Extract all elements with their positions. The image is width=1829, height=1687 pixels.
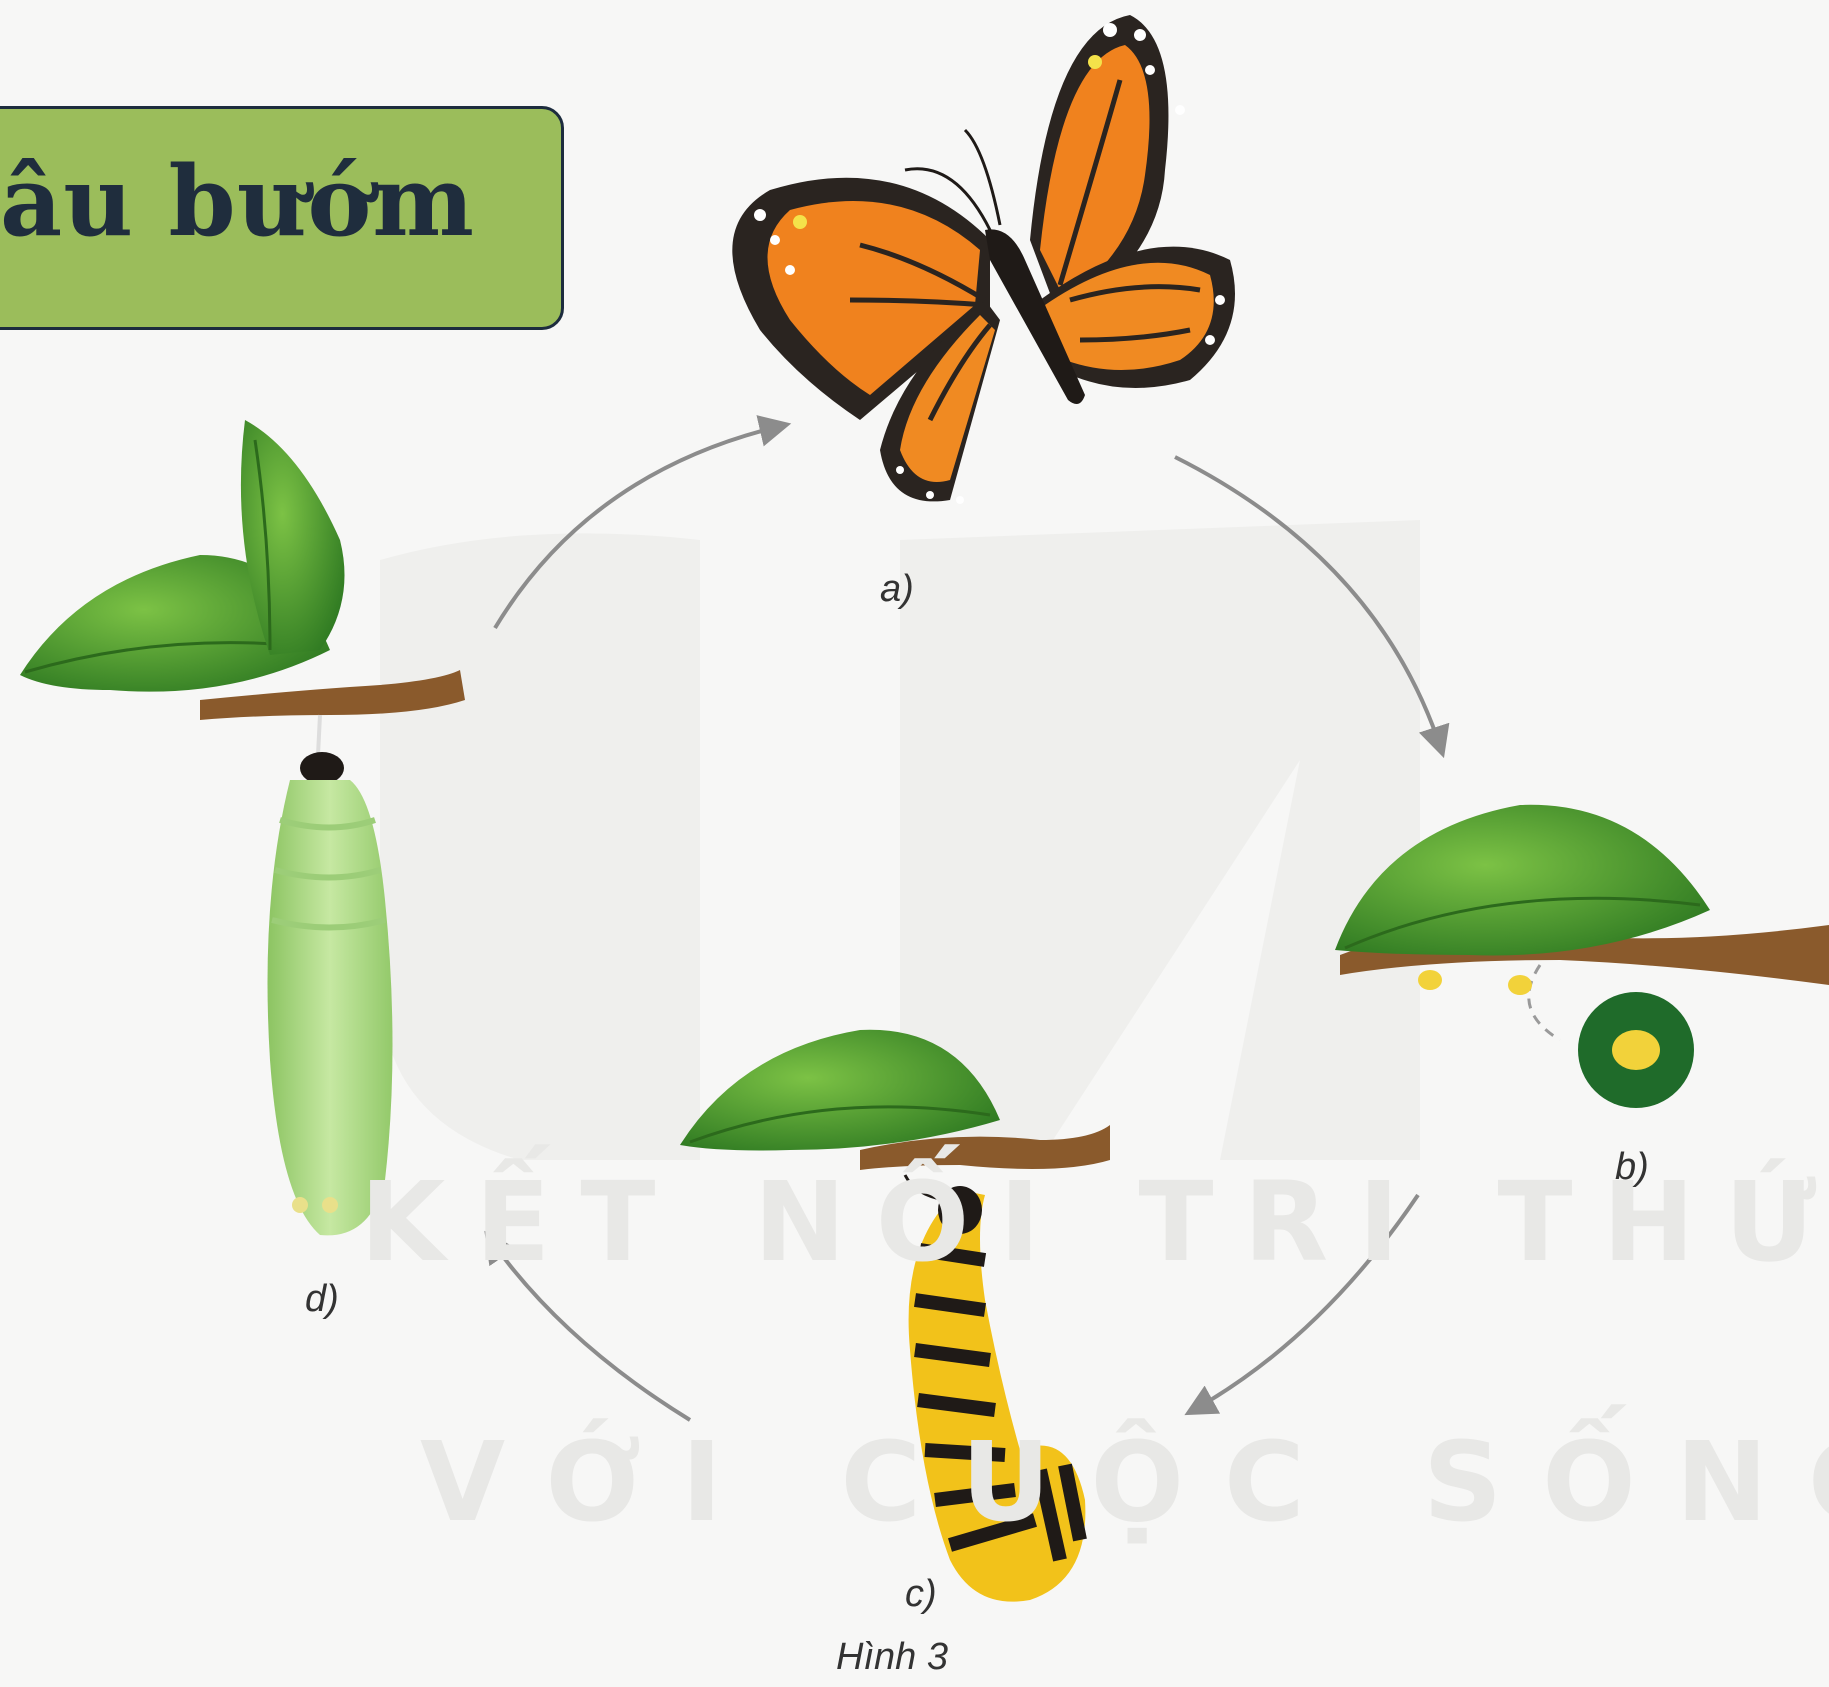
label-a: a) xyxy=(880,570,914,608)
title-banner: âu bướm xyxy=(0,106,564,330)
watermark-line-2: VỚI CUỘC SỐNG xyxy=(420,1403,1829,1546)
butterfly-illustration xyxy=(732,15,1235,504)
label-c: c) xyxy=(905,1575,937,1613)
page-title: âu bướm xyxy=(0,145,475,258)
watermark-line-1: KẾT NỐI TRI THỨC xyxy=(360,1143,1829,1286)
label-d: d) xyxy=(305,1280,339,1318)
label-b: b) xyxy=(1615,1148,1649,1186)
figure-caption: Hình 3 xyxy=(836,1636,948,1679)
